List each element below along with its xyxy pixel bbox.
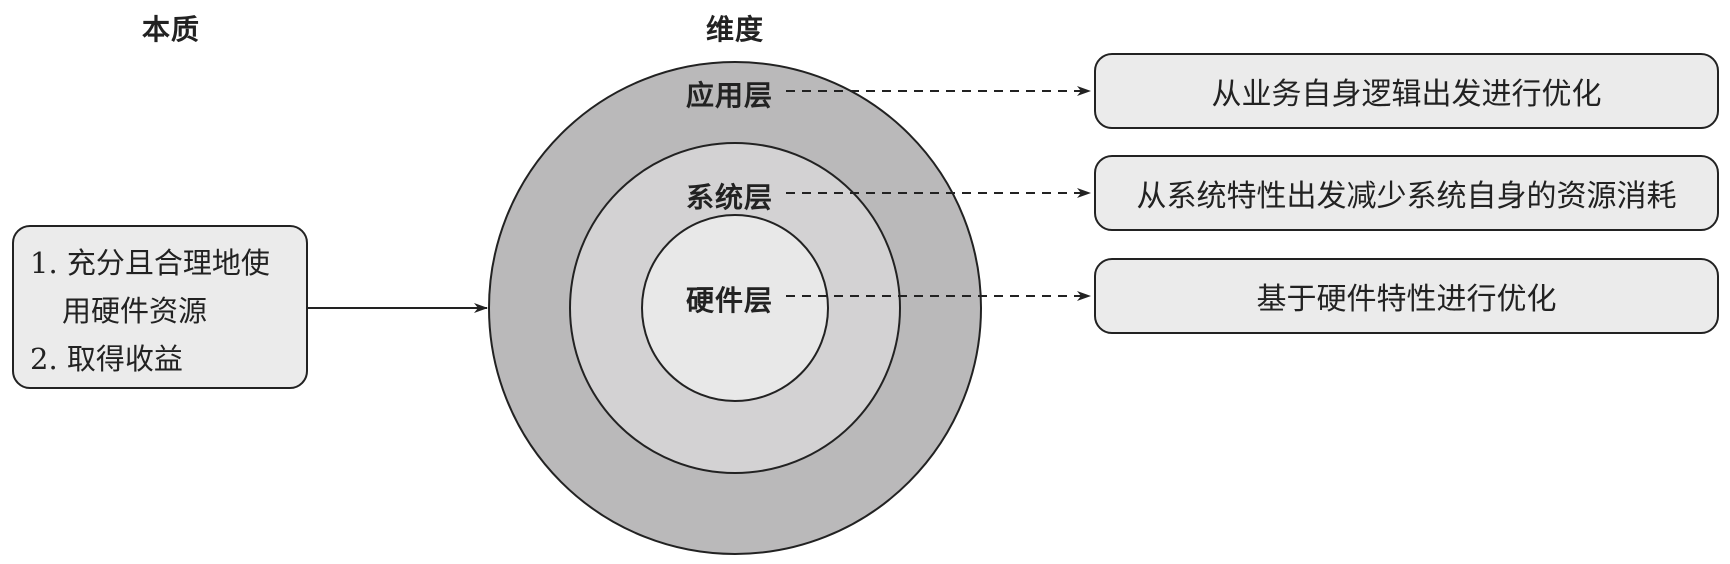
essence-line-2: 用硬件资源 <box>62 294 208 328</box>
application-layer-label: 应用层 <box>686 79 774 112</box>
hardware-layer-label: 硬件层 <box>686 284 774 317</box>
essence-line-3: 2. 取得收益 <box>30 342 183 376</box>
system-layer-label: 系统层 <box>686 181 774 214</box>
essence-line-1: 1. 充分且合理地使 <box>30 246 270 280</box>
application-layer-description: 从业务自身逻辑出发进行优化 <box>1094 53 1719 129</box>
essence-box: 1. 充分且合理地使 用硬件资源 2. 取得收益 <box>12 225 308 389</box>
system-layer-description: 从系统特性出发减少系统自身的资源消耗 <box>1094 155 1719 231</box>
hardware-layer-description: 基于硬件特性进行优化 <box>1094 258 1719 334</box>
dimension-heading: 维度 <box>706 13 765 46</box>
inner-circle-hardware-layer <box>641 214 829 402</box>
essence-heading: 本质 <box>142 13 201 46</box>
